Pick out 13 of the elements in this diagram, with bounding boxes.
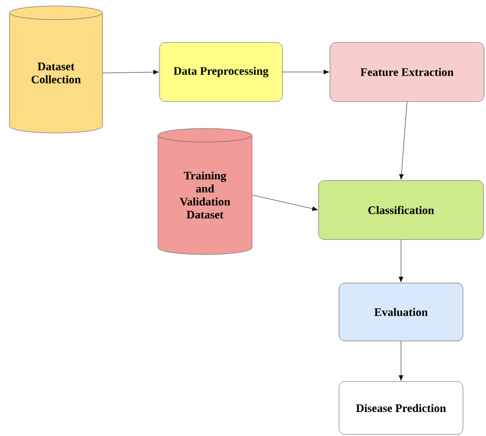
- process-box: Classification: [318, 180, 484, 240]
- process-box: Disease Prediction: [338, 381, 464, 435]
- arrow: [282, 70, 330, 74]
- process-box: Data Preprocessing: [159, 42, 283, 102]
- database-cylinder: Dataset Collection: [9, 6, 103, 134]
- arrow: [102, 70, 159, 74]
- arrow: [398, 240, 404, 282]
- process-box: Evaluation: [338, 282, 464, 342]
- database-cylinder: Training and Validation Dataset: [158, 128, 252, 255]
- process-box: Feature Extraction: [330, 42, 484, 102]
- arrow: [399, 102, 408, 180]
- arrow: [252, 194, 318, 211]
- arrow: [398, 341, 404, 381]
